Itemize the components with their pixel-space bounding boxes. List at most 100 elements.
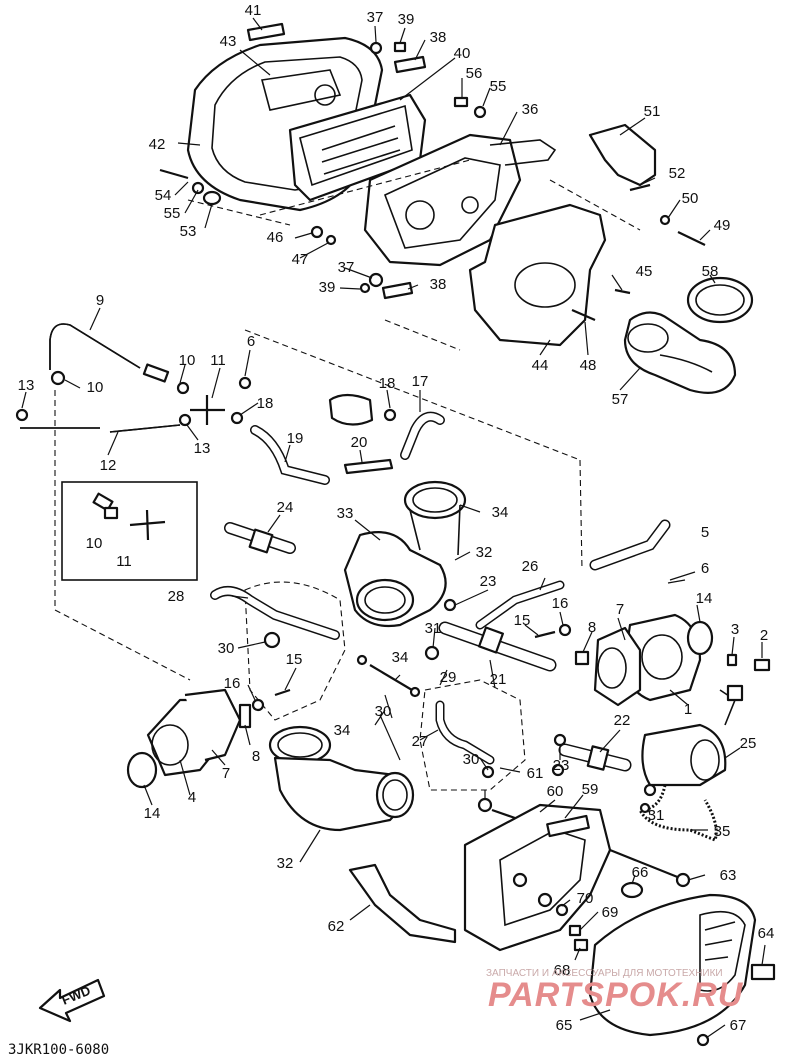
- callout-9: 9: [96, 292, 104, 309]
- joint-20: [343, 458, 394, 475]
- callout-60: 60: [547, 783, 564, 800]
- side-cover: [588, 893, 776, 1047]
- callout-10a: 10: [179, 352, 196, 369]
- callout-8b: 8: [252, 748, 260, 765]
- callout-51: 51: [644, 103, 661, 120]
- callout-6a: 6: [247, 333, 255, 350]
- callout-57: 57: [612, 391, 629, 408]
- callout-40: 40: [454, 45, 471, 62]
- callout-37: 37: [367, 9, 384, 26]
- callout-6b: 6: [701, 560, 709, 577]
- vacuum-hoses-left: [15, 323, 252, 433]
- callout-23b: 23: [553, 757, 570, 774]
- inset-parts: [92, 492, 166, 541]
- callout-13b: 13: [194, 440, 211, 457]
- callout-34b: 34: [392, 649, 409, 666]
- wire-harness: [637, 784, 718, 842]
- callout-1: 1: [684, 701, 692, 718]
- callout-16b: 16: [224, 675, 241, 692]
- callout-62: 62: [328, 918, 345, 935]
- callout-55: 55: [164, 205, 181, 222]
- callout-15a: 15: [514, 612, 531, 629]
- diagram-code: 3JKR100-6080: [8, 1042, 109, 1058]
- stay-62: [348, 863, 457, 944]
- callout-38: 38: [430, 29, 447, 46]
- inset-box: [61, 481, 198, 581]
- callout-53: 53: [180, 223, 197, 240]
- callout-28: 28: [168, 588, 185, 605]
- callout-21: 21: [490, 671, 507, 688]
- callout-labels: 41 43 42 54 55 53 37 39 38 40 56 55 36 5…: [18, 2, 775, 1034]
- callout-39b: 39: [319, 279, 336, 296]
- callout-46: 46: [267, 229, 284, 246]
- callout-49: 49: [714, 217, 731, 234]
- callout-14a: 14: [696, 590, 713, 607]
- callout-19: 19: [287, 430, 304, 447]
- callout-50: 50: [682, 190, 699, 207]
- watermark: ЗАПЧАСТИ И АКСЕССУАРЫ ДЛЯ МОТОТЕХНИКИ PA…: [486, 968, 744, 1014]
- callout-25: 25: [740, 735, 757, 752]
- watermark-brand: PARTSPOK.RU: [488, 976, 744, 1014]
- cap-part: [328, 393, 397, 426]
- callout-65: 65: [556, 1017, 573, 1034]
- engine-outline: [244, 581, 526, 791]
- callout-26: 26: [522, 558, 539, 575]
- callout-22: 22: [614, 712, 631, 729]
- callout-48: 48: [580, 357, 597, 374]
- solenoid-valve: [641, 684, 744, 787]
- callout-47: 47: [292, 251, 309, 268]
- callout-5: 5: [701, 524, 709, 541]
- middle-fasteners: [263, 598, 572, 698]
- callout-24: 24: [277, 499, 294, 516]
- callout-18a: 18: [379, 375, 396, 392]
- callout-55b: 55: [490, 78, 507, 95]
- callout-31a: 31: [425, 620, 442, 637]
- callout-2: 2: [760, 627, 768, 644]
- callout-39: 39: [398, 11, 415, 28]
- callout-33: 33: [337, 505, 354, 522]
- callout-66: 66: [632, 864, 649, 881]
- bolt-63: [609, 848, 681, 880]
- callout-32b: 32: [277, 855, 294, 872]
- callout-18b: 18: [257, 395, 274, 412]
- callout-45: 45: [636, 263, 653, 280]
- hose-21: [438, 621, 557, 672]
- duct-clamp: [686, 276, 754, 324]
- bracket-assembly: [463, 803, 612, 952]
- callout-12: 12: [100, 457, 117, 474]
- carb-joint-left: [126, 688, 265, 789]
- callout-54: 54: [155, 187, 172, 204]
- intake-duct: [623, 311, 737, 394]
- leader-lines: [21, 17, 766, 1039]
- callout-23a: 23: [480, 573, 497, 590]
- callout-37b: 37: [338, 259, 355, 276]
- callout-8a: 8: [588, 619, 596, 636]
- callout-41: 41: [245, 2, 262, 19]
- callout-27: 27: [412, 733, 429, 750]
- callout-30c: 30: [463, 751, 480, 768]
- hose-22: [558, 743, 632, 772]
- callout-36: 36: [522, 101, 539, 118]
- callout-29: 29: [440, 669, 457, 686]
- callout-64: 64: [758, 925, 775, 942]
- callout-59: 59: [582, 781, 599, 798]
- callout-69: 69: [602, 904, 619, 921]
- callout-3: 3: [731, 621, 739, 638]
- callout-30a: 30: [218, 640, 235, 657]
- callout-43: 43: [220, 33, 237, 50]
- duct-cover: [588, 123, 657, 187]
- callout-44: 44: [532, 357, 549, 374]
- callout-70: 70: [577, 890, 594, 907]
- callout-14b: 14: [144, 805, 161, 822]
- intake-joint-upper: [343, 480, 467, 628]
- callout-58: 58: [702, 263, 719, 280]
- callout-15b: 15: [286, 651, 303, 668]
- intake-joint-lower: [268, 725, 415, 832]
- callout-52: 52: [669, 165, 686, 182]
- grommet-66: [620, 881, 644, 899]
- watermark-caption: ЗАПЧАСТИ И АКСЕССУАРЫ ДЛЯ МОТОТЕХНИКИ: [486, 968, 723, 979]
- callout-10b: 10: [87, 379, 104, 396]
- callout-61: 61: [527, 765, 544, 782]
- callout-63: 63: [720, 867, 737, 884]
